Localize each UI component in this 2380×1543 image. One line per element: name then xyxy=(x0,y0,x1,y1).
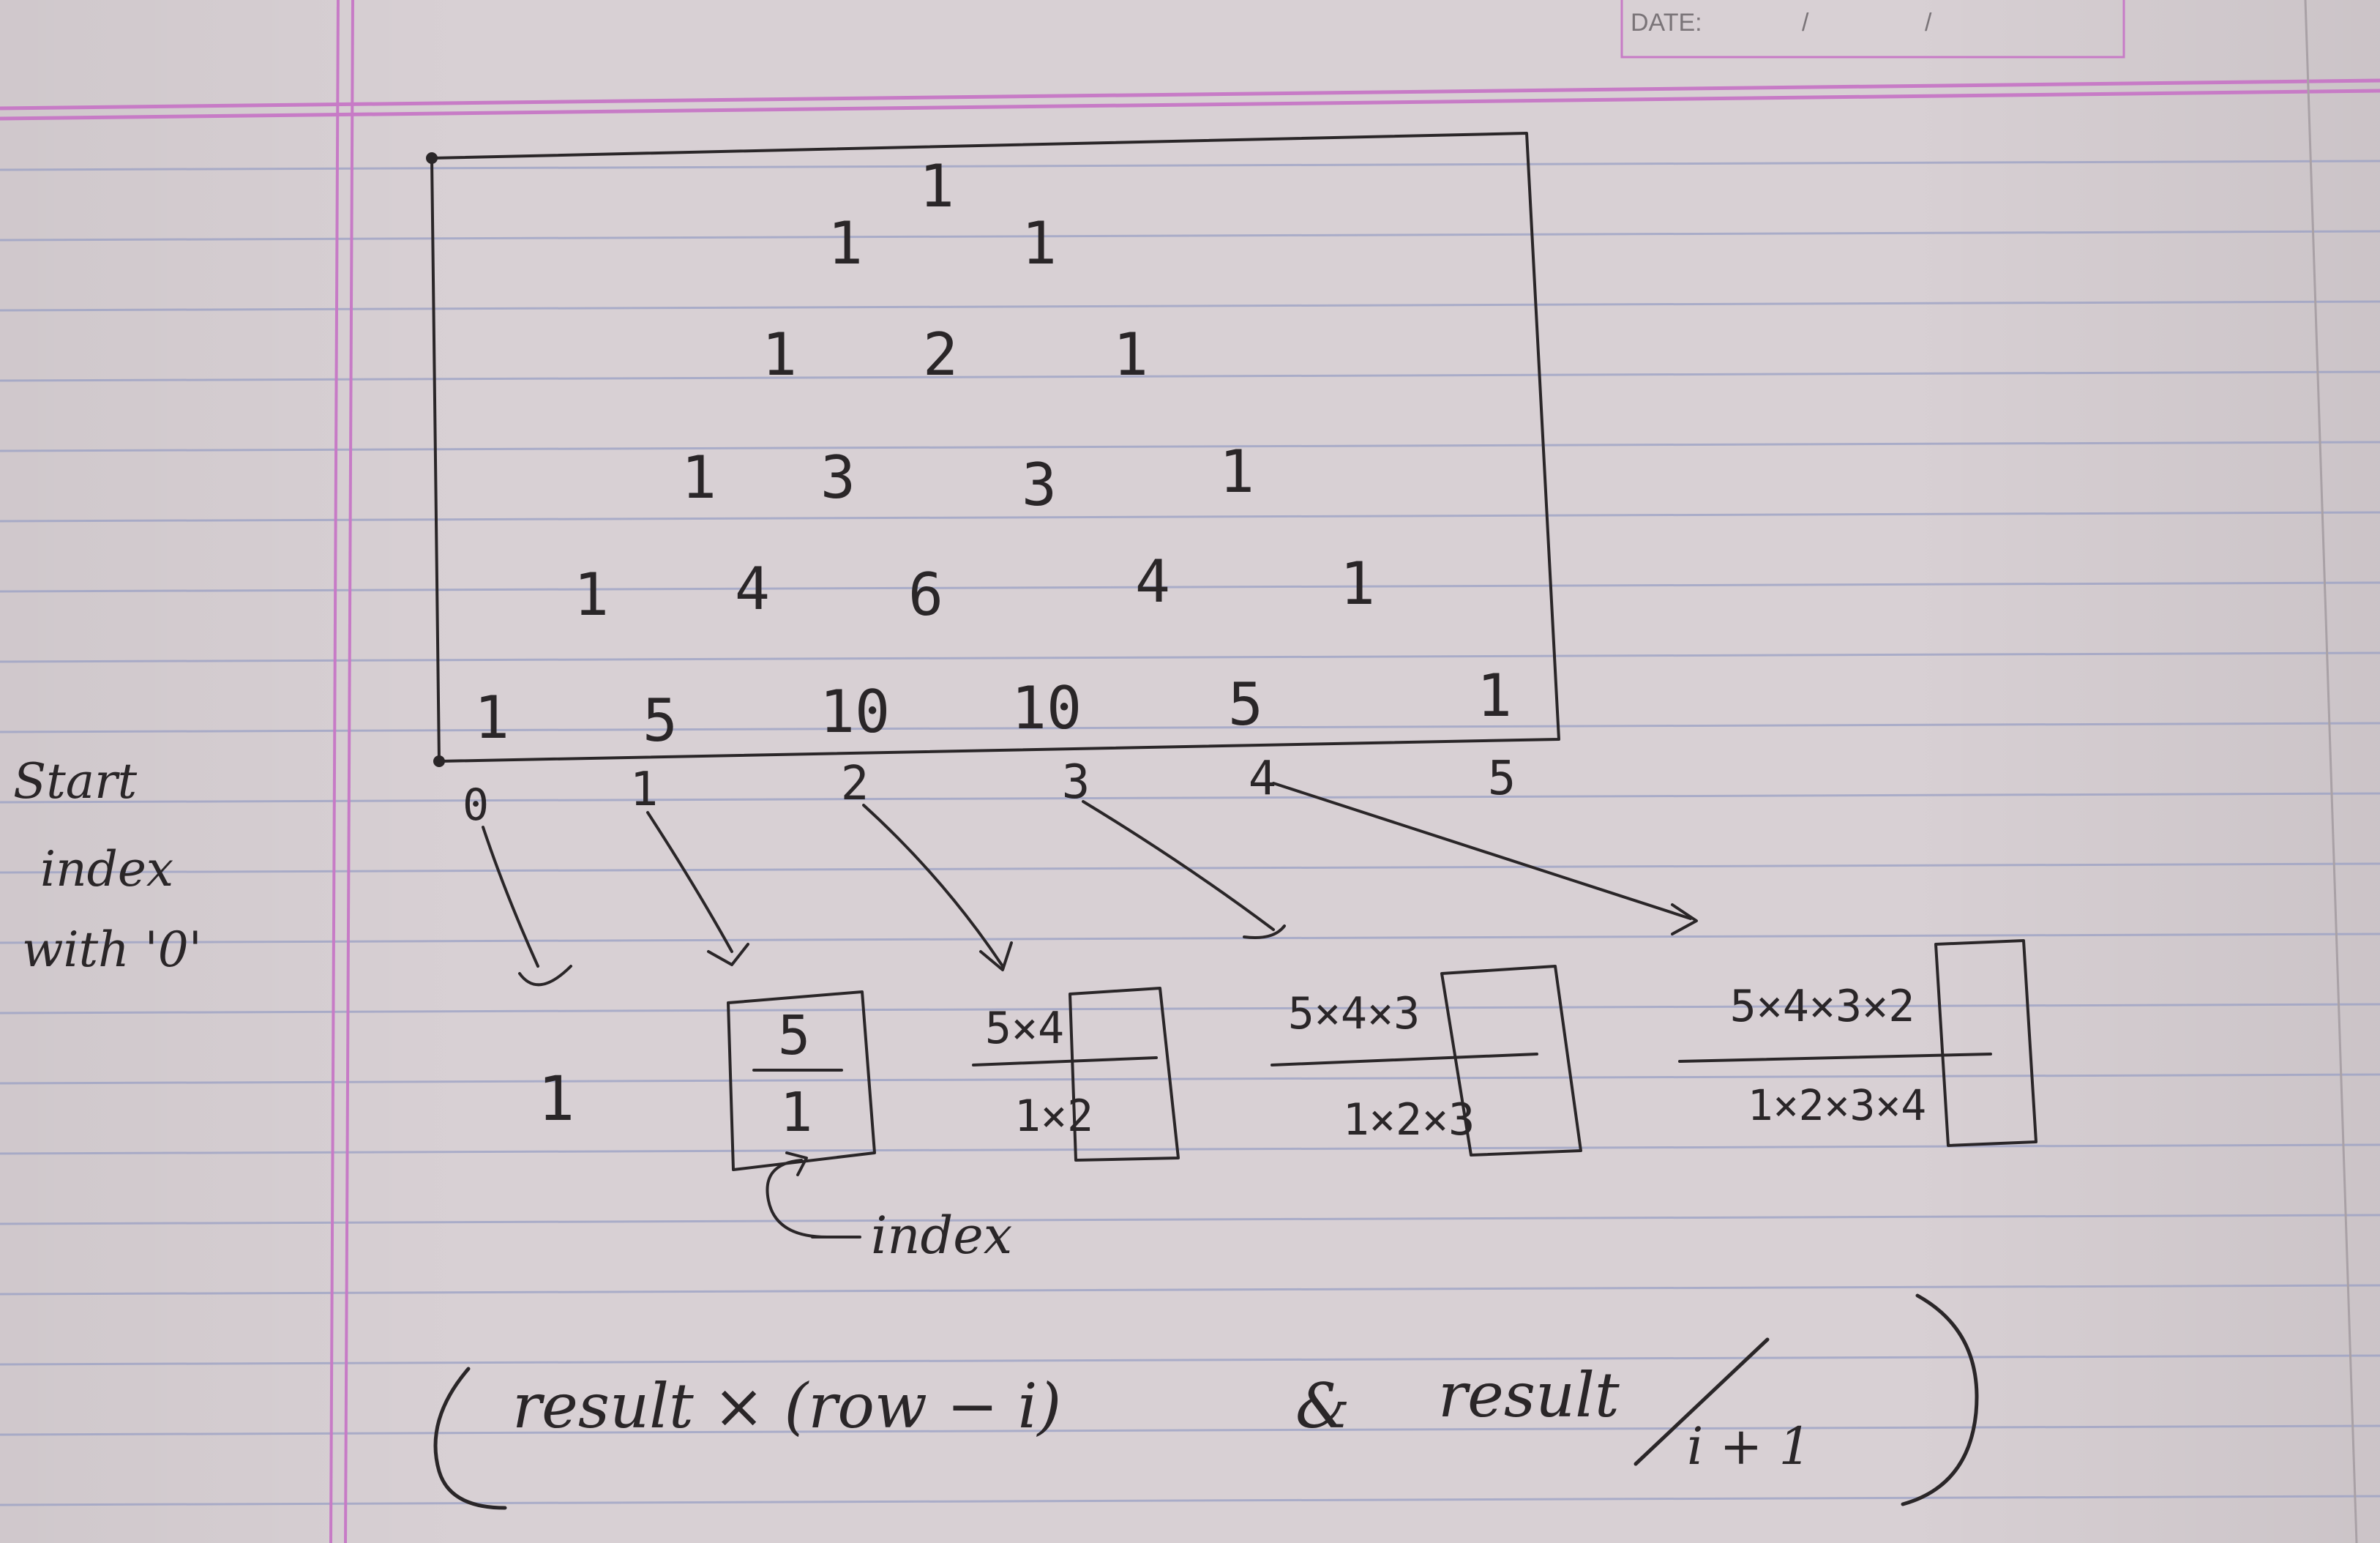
triangle-cell: 1 xyxy=(762,321,797,389)
formula-part1: result × (row − i) xyxy=(512,1370,1061,1442)
fraction-bar xyxy=(1271,1053,1538,1066)
index-label: 4 xyxy=(1249,752,1277,806)
result-3-numerator: 5×4×3 xyxy=(1288,988,1421,1039)
index-label: 0 xyxy=(463,780,489,831)
side-note-line: with '0' xyxy=(22,922,202,978)
index-label: 3 xyxy=(1062,755,1090,810)
formula-amp: & xyxy=(1295,1370,1350,1442)
side-note-line: Start xyxy=(13,753,138,810)
fraction-bar xyxy=(1678,1053,1992,1063)
formula: result × (row − i) & result i + 1 xyxy=(433,1293,1979,1510)
triangle-cell: 1 xyxy=(1477,662,1512,730)
fraction-bar xyxy=(972,1056,1158,1066)
index-label: 1 xyxy=(630,763,659,817)
result-2-denominator: 1×2 xyxy=(1014,1091,1093,1142)
arrow-head xyxy=(1243,924,1286,939)
triangle-cell: 1 xyxy=(681,444,716,512)
result-1-denominator: 1 xyxy=(780,1081,813,1144)
division-slash xyxy=(1634,1337,1770,1466)
triangle-cell: 4 xyxy=(735,555,770,623)
triangle-cell: 2 xyxy=(923,321,958,389)
triangle-cell: 1 xyxy=(1340,550,1375,618)
arrow xyxy=(646,811,733,953)
result-4-numerator: 5×4×3×2 xyxy=(1730,981,1915,1032)
index-label: 2 xyxy=(841,757,869,811)
index-note: index xyxy=(871,1206,1012,1266)
side-note-line: index xyxy=(40,841,173,897)
arrow xyxy=(482,826,539,968)
result-1-numerator: 5 xyxy=(778,1004,811,1067)
triangle-cell: 10 xyxy=(820,678,890,746)
arrow-head xyxy=(785,1151,808,1176)
index-annotation: index xyxy=(766,1151,1012,1266)
triangle-cell: 1 xyxy=(828,209,863,277)
triangle-cell: 3 xyxy=(820,444,856,512)
date-separator: / xyxy=(1925,9,1932,37)
triangle-cell: 6 xyxy=(908,561,943,629)
index-row: 0 1 2 3 4 5 xyxy=(463,752,1516,831)
index-arrows xyxy=(482,782,1698,987)
triangle-cell: 10 xyxy=(1011,674,1082,742)
arrow-head xyxy=(518,965,572,987)
arrow xyxy=(1272,782,1692,920)
side-note: Start index with '0' xyxy=(13,753,202,978)
result-box xyxy=(1934,939,2037,1147)
arrow xyxy=(862,804,1004,968)
arrow-head xyxy=(1671,903,1698,935)
triangle-cell: 1 xyxy=(574,561,609,629)
result-3-denominator: 1×2×3 xyxy=(1343,1094,1475,1146)
result-2-numerator: 5×4 xyxy=(985,1003,1064,1054)
triangle-box xyxy=(430,132,1560,763)
results: 1 5 1 5×4 1×2 5×4×3 1×2×3 5×4×3×2 1×2×3×… xyxy=(538,939,2037,1171)
formula-divisor: i + 1 xyxy=(1687,1416,1811,1476)
triangle-cell: 4 xyxy=(1135,548,1170,616)
triangle-cell: 1 xyxy=(1219,438,1254,506)
pascal-triangle: 1 1 1 1 2 1 1 3 3 1 1 4 6 4 1 1 5 10 10 … xyxy=(474,152,1512,755)
date-label: DATE: xyxy=(1631,9,1702,37)
triangle-cell: 5 xyxy=(643,687,678,755)
triangle-cell: 3 xyxy=(1022,451,1057,519)
triangle-cell: 1 xyxy=(474,684,509,752)
triangle-cell: 1 xyxy=(1113,321,1148,389)
curved-arrow xyxy=(766,1159,828,1238)
triangle-cell: 5 xyxy=(1228,670,1263,739)
date-separator: / xyxy=(1802,9,1809,37)
open-paren xyxy=(433,1367,507,1510)
result-box xyxy=(727,990,876,1171)
box-corner-dot xyxy=(426,152,438,164)
result-4-denominator: 1×2×3×4 xyxy=(1748,1080,1926,1130)
triangle-cell: 1 xyxy=(919,152,954,220)
index-label: 5 xyxy=(1488,752,1516,806)
result-0: 1 xyxy=(538,1063,575,1135)
arrow-head xyxy=(979,941,1013,971)
close-paren xyxy=(1901,1293,1979,1506)
result-box xyxy=(1440,965,1582,1157)
triangle-cell: 1 xyxy=(1022,209,1057,277)
result-box xyxy=(1069,987,1180,1162)
formula-part2: result xyxy=(1438,1359,1620,1431)
arrow-head xyxy=(707,943,749,966)
box-corner-dot xyxy=(433,755,445,767)
arrow xyxy=(1082,800,1275,931)
